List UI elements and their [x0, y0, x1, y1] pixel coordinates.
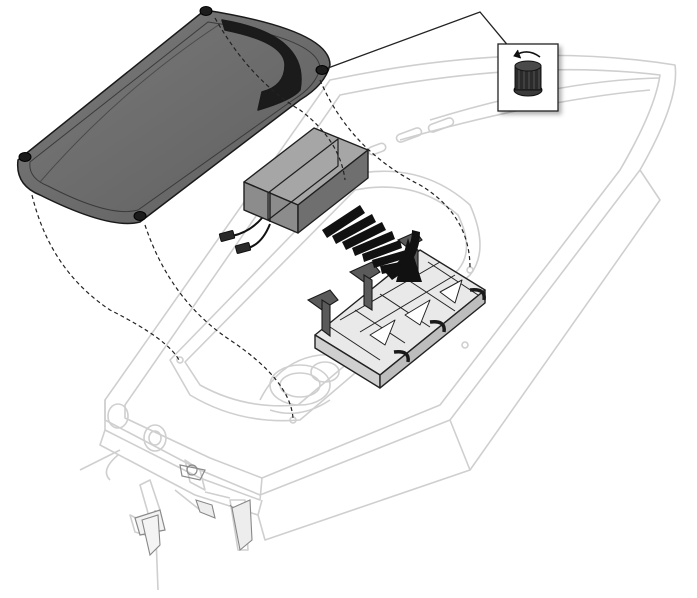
alignment-lines — [31, 17, 471, 419]
hatch-cover — [16, 9, 331, 225]
thumb-screw — [18, 6, 329, 221]
propeller — [195, 499, 253, 552]
insertion-arrow — [322, 205, 422, 282]
battery-tray — [314, 249, 486, 389]
battery-connector — [218, 230, 252, 254]
thumb-screw-inset — [497, 43, 559, 112]
rotate-arrow-icon — [513, 49, 541, 59]
rudder — [141, 514, 161, 557]
battery-pack — [231, 127, 369, 249]
